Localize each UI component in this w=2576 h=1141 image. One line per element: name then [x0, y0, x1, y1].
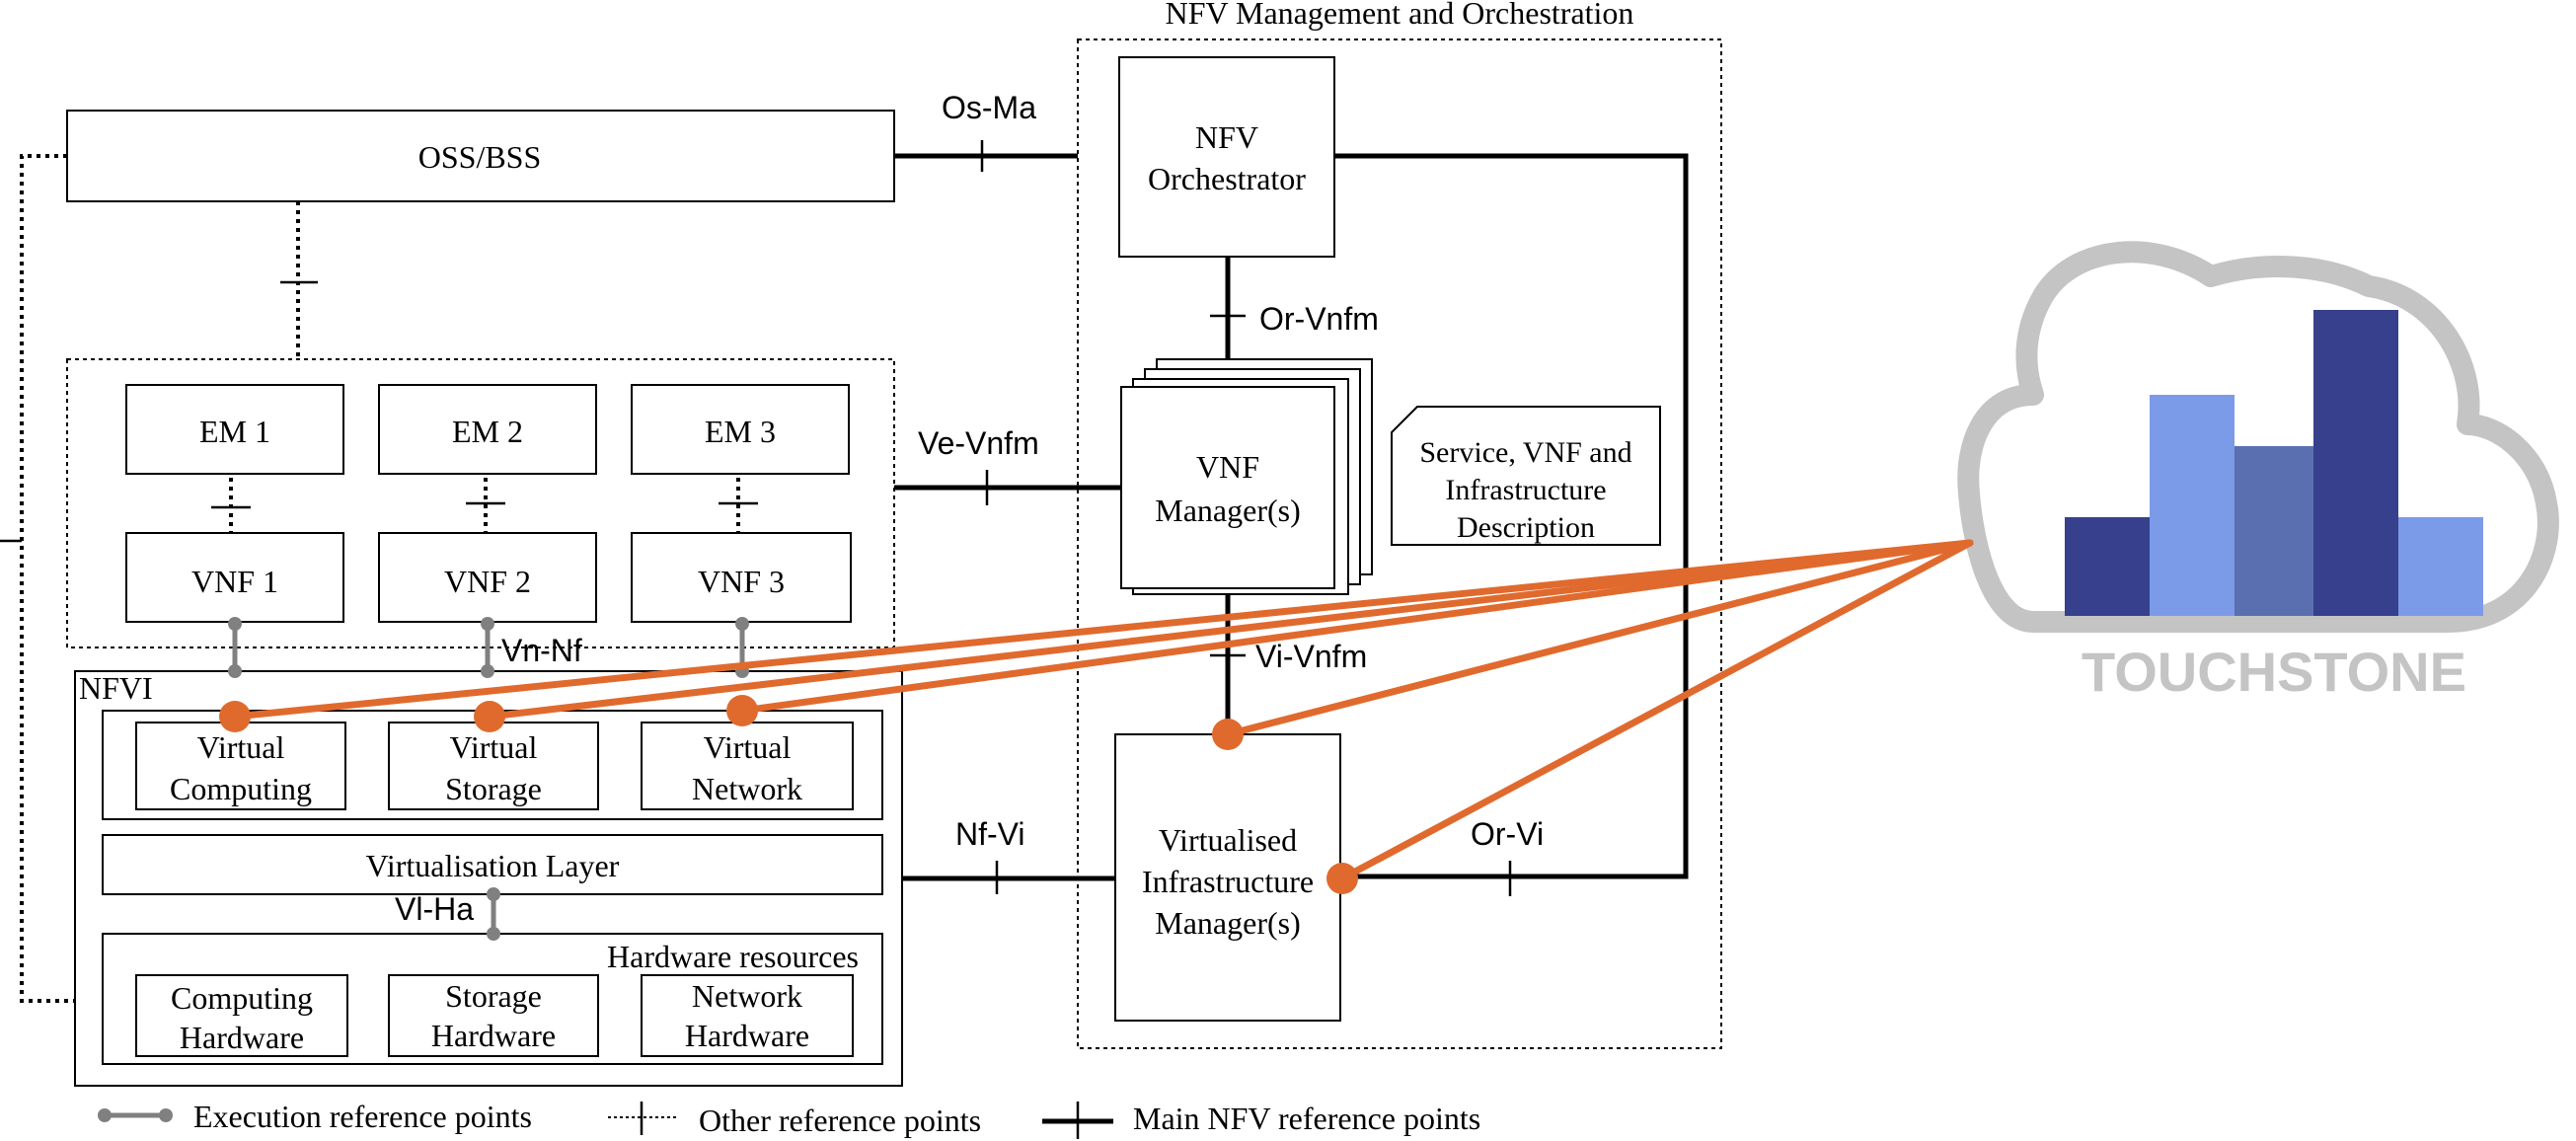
- monitor-point-virtual-storage: [474, 701, 505, 732]
- virtual-computing-box: [135, 722, 346, 810]
- nfv-mano-title: NFV Management and Orchestration: [1166, 0, 1634, 31]
- em-1-label: EM 1: [199, 414, 270, 449]
- em-3-box: [631, 384, 850, 475]
- ref-vl-ha: Vl-Ha: [395, 891, 474, 927]
- virtual-storage-line1: Virtual: [450, 729, 538, 765]
- em-3-label: EM 3: [705, 414, 776, 449]
- virtual-network-line1: Virtual: [704, 729, 792, 765]
- computing-hardware-line1: Computing: [171, 980, 313, 1016]
- network-hardware-line1: Network: [692, 978, 802, 1014]
- description-note: [1391, 406, 1661, 546]
- vim-line3: Manager(s): [1155, 905, 1300, 941]
- nfvi-title: NFVI: [79, 670, 153, 706]
- monitoring-lines: [219, 539, 1974, 894]
- ref-nf-vi: Nf-Vi: [955, 816, 1025, 852]
- storage-hardware-line1: Storage: [445, 978, 542, 1014]
- vnf-manager-box: [1120, 386, 1335, 589]
- vim-line2: Infrastructure: [1142, 864, 1314, 899]
- virtual-network-line2: Network: [692, 771, 802, 806]
- description-line3: Description: [1457, 511, 1595, 544]
- nfv-orchestrator-line2: Orchestrator: [1148, 161, 1306, 196]
- network-hardware-box: [641, 974, 854, 1057]
- ref-or-vi: Or-Vi: [1471, 816, 1544, 852]
- ref-ve-vnfm: Ve-Vnfm: [918, 425, 1039, 461]
- vim-box: [1114, 733, 1341, 1022]
- vnf-manager-line1: VNF: [1196, 449, 1259, 485]
- vnf-1-label: VNF 1: [191, 564, 278, 599]
- legend-other-label: Other reference points: [699, 1103, 981, 1138]
- em-2-label: EM 2: [452, 414, 523, 449]
- computing-hardware-box: [135, 974, 348, 1057]
- storage-hardware-line2: Hardware: [431, 1018, 556, 1053]
- vnf-manager-line2: Manager(s): [1155, 493, 1300, 528]
- oss-bss-box: [66, 110, 895, 202]
- em-2-box: [378, 384, 597, 475]
- logo-bar-2: [2150, 395, 2235, 616]
- vim-line1: Virtualised: [1159, 822, 1297, 858]
- legend-main-label: Main NFV reference points: [1133, 1101, 1480, 1136]
- monitor-point-virtual-network: [726, 695, 758, 726]
- ref-or-vnfm: Or-Vnfm: [1259, 301, 1379, 337]
- monitor-point-virtual-computing: [219, 701, 251, 732]
- vnf-3-label: VNF 3: [698, 564, 785, 599]
- ref-vi-vnfm: Vi-Vnfm: [1255, 639, 1367, 674]
- other-reference-lines: [0, 154, 758, 1003]
- vnf-3-box: [631, 532, 852, 623]
- computing-hardware-line2: Hardware: [180, 1020, 304, 1055]
- virtual-computing-line1: Virtual: [197, 729, 285, 765]
- monitor-point-vim-right: [1326, 863, 1358, 894]
- oss-bss-label: OSS/BSS: [418, 139, 542, 175]
- hardware-resources-title: Hardware resources: [607, 939, 859, 974]
- nfv-orchestrator-box: [1118, 56, 1335, 258]
- nfv-mano-container: [1077, 38, 1722, 1049]
- legend-execution-label: Execution reference points: [193, 1099, 532, 1134]
- logo-bar-4: [2313, 310, 2398, 616]
- ref-vn-nf: Vn-Nf: [501, 633, 582, 668]
- cloud-icon: [1957, 241, 2559, 633]
- virtual-network-box: [641, 722, 854, 810]
- virtual-storage-line2: Storage: [445, 771, 542, 806]
- legend: Execution reference points Other referen…: [98, 1099, 1480, 1139]
- touchstone-logo-text: TOUCHSTONE: [2082, 641, 2466, 703]
- em-vnf-group: [66, 358, 895, 648]
- virtualisation-layer-label: Virtualisation Layer: [366, 848, 620, 883]
- storage-hardware-box: [388, 974, 599, 1057]
- vnf-1-box: [125, 532, 344, 623]
- description-line2: Infrastructure: [1445, 474, 1606, 506]
- vnf-2-box: [378, 532, 597, 623]
- touchstone-logo: TOUCHSTONE: [1957, 241, 2559, 703]
- ref-os-ma: Os-Ma: [942, 90, 1036, 125]
- execution-reference-lines: [228, 617, 749, 941]
- network-hardware-line2: Hardware: [685, 1018, 809, 1053]
- virtual-storage-box: [388, 722, 599, 810]
- monitor-point-vim-top: [1212, 719, 1244, 750]
- em-1-box: [125, 384, 344, 475]
- description-line1: Service, VNF and: [1419, 436, 1631, 469]
- logo-bar-5: [2398, 517, 2483, 616]
- virtualisation-layer-box: [102, 834, 883, 895]
- nfv-orchestrator-line1: NFV: [1195, 119, 1258, 155]
- logo-bar-3: [2235, 446, 2319, 616]
- logo-bars: [2065, 310, 2483, 616]
- virtual-computing-line2: Computing: [170, 771, 312, 806]
- vnf-2-label: VNF 2: [444, 564, 531, 599]
- logo-bar-1: [2065, 517, 2150, 616]
